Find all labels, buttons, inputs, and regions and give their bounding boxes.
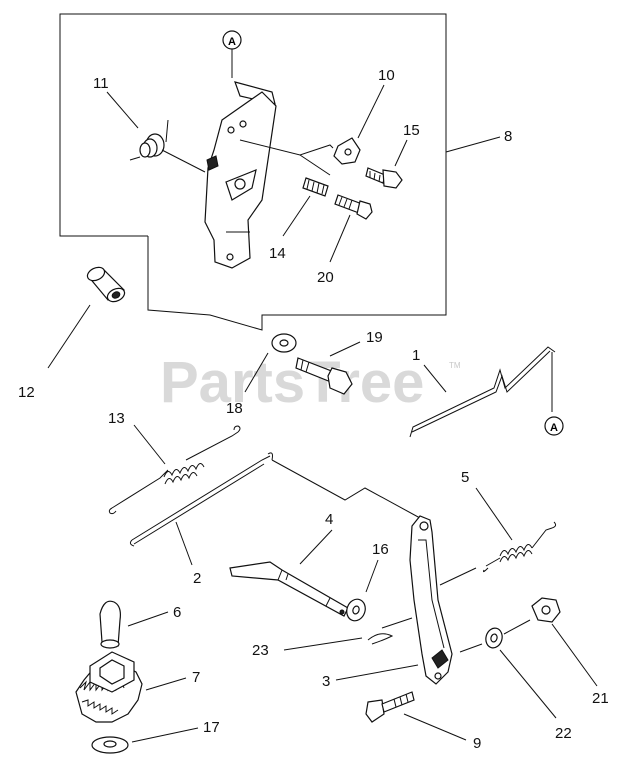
part-4-shaft [229,561,349,617]
callout-11: 11 [93,75,109,92]
leader-9 [403,713,467,741]
callout-4: 4 [325,511,333,528]
part-17-washer [91,736,129,754]
leader-16 [365,559,379,593]
part-13-spring [108,425,241,515]
callout-14: 14 [269,245,286,262]
leader-12 [47,304,91,369]
leader-7 [145,677,187,691]
part-2-link [129,452,421,547]
leader-6 [127,611,169,627]
leader-14 [282,195,311,237]
callout-9: 9 [473,735,481,752]
leader-22 [499,649,557,719]
callout-19: 19 [366,329,383,346]
leader-10 [357,84,385,139]
leader-11 [106,91,139,129]
part-11-spring [129,119,206,173]
leader-8 [445,136,501,153]
callout-21: 21 [592,690,609,707]
part-18-washer [271,333,297,353]
callout-20: 20 [317,269,334,286]
part-19-bolt [295,357,353,395]
leader-17 [131,727,199,743]
callout-23: 23 [252,642,269,659]
part-16-washer [346,598,366,622]
leader-1 [423,364,447,393]
reference-mark-a-bottom: A [544,416,564,436]
leader-13 [133,424,166,465]
assembly-boundary [59,13,447,331]
leader-20 [329,214,351,263]
part-7-gear [75,651,143,723]
callout-22: 22 [555,725,572,742]
part-20-screw [334,194,373,220]
callout-15: 15 [403,122,420,139]
part-1-rod [409,346,556,438]
part-23-clip [367,617,413,645]
leader-4 [299,529,333,565]
control-bracket [204,81,277,269]
callout-12: 12 [18,384,35,401]
svg-text:A: A [228,36,236,48]
callout-17: 17 [203,719,220,736]
watermark-tm: TM [449,361,461,370]
part-14-setscrew [302,177,329,197]
callout-5: 5 [461,469,469,486]
watermark: PartsTree [160,350,424,415]
part-15-screw [365,167,403,189]
leader-21 [551,623,598,687]
part-6-cup [99,600,121,649]
leader-2 [175,521,193,566]
leader-5 [475,487,513,541]
callout-6: 6 [173,604,181,621]
callout-10: 10 [378,67,395,84]
callout-2: 2 [193,570,201,587]
part-12-bushing [86,266,126,303]
part-21-nut [531,597,561,623]
callout-13: 13 [108,410,125,427]
part-5-spring [439,521,557,586]
reference-mark-a-top: A [222,30,242,78]
callout-1: 1 [412,347,420,364]
leader-18 [244,352,269,393]
callout-7: 7 [192,669,200,686]
svg-text:A: A [550,422,558,434]
callout-16: 16 [372,541,389,558]
callout-18: 18 [226,400,243,417]
part-9-bolt [365,691,415,723]
part-10-clip [239,137,361,176]
leader-3 [335,664,419,681]
leader-19 [329,341,361,357]
part-3-lever [409,515,453,685]
leader-23 [283,637,363,651]
leader-15 [394,139,408,167]
callout-3: 3 [322,673,330,690]
callout-8: 8 [504,128,512,145]
part-22-washer [459,619,531,653]
